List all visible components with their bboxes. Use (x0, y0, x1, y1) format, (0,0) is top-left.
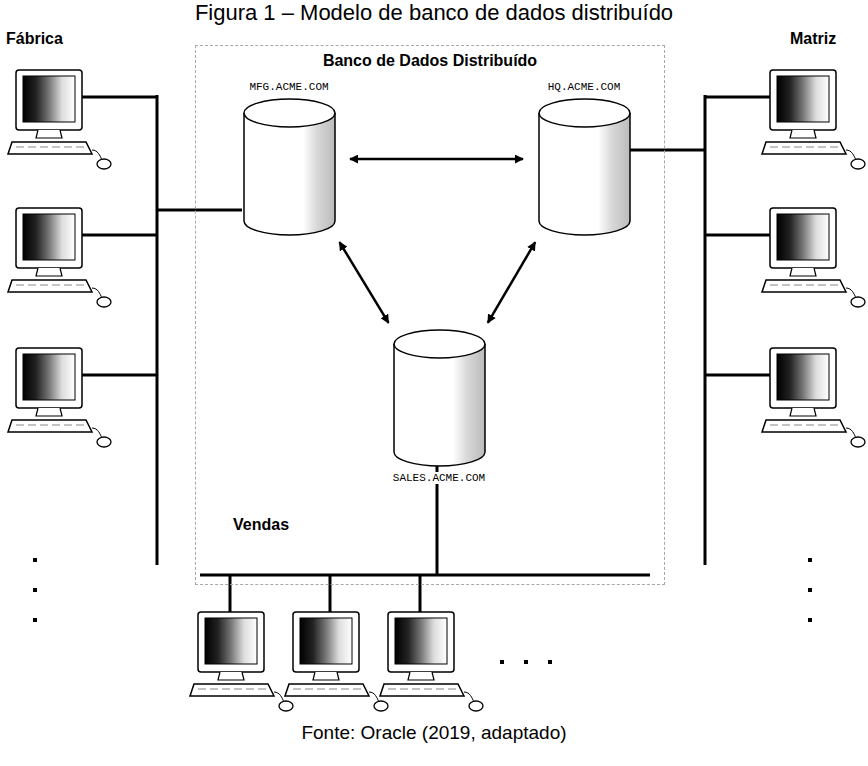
region-heading: Banco de Dados Distribuído (196, 52, 664, 70)
network-wire (329, 575, 332, 612)
site-label: Matriz (790, 30, 836, 48)
network-wire (419, 575, 422, 612)
network-wire (705, 234, 770, 237)
computer-icon (8, 70, 111, 169)
cylinder-shape (392, 328, 487, 468)
ellipsis-dots (33, 558, 812, 664)
computer-icon (762, 70, 865, 169)
computer-icon (285, 612, 388, 711)
database-name: MFG.ACME.COM (234, 81, 344, 93)
network-wire (82, 96, 157, 99)
computer-icon (762, 208, 865, 307)
computer-icon (190, 612, 293, 711)
network-wire (82, 374, 157, 377)
network-wire (82, 234, 157, 237)
network-wire (705, 96, 770, 99)
network-wires (157, 95, 705, 575)
computer-icon (8, 208, 111, 307)
network-wire (705, 374, 770, 377)
computer-icons (8, 70, 865, 711)
database-cylinder: HQ.ACME.COM (529, 81, 639, 237)
site-label: Vendas (233, 516, 289, 534)
replication-arrow (339, 242, 388, 323)
database-cylinder: SALES.ACME.COM (384, 328, 494, 484)
database-name: HQ.ACME.COM (529, 81, 639, 93)
computer-icon (380, 612, 483, 711)
computer-icon (8, 348, 111, 447)
figure-caption: Fonte: Oracle (2019, adaptado) (0, 722, 868, 744)
connectors (339, 159, 535, 323)
figure-title: Figura 1 – Modelo de banco de dados dist… (0, 0, 868, 26)
site-label: Fábrica (6, 30, 63, 48)
network-wire (229, 575, 232, 612)
computer-icon (762, 348, 865, 447)
cylinder-shape (242, 97, 337, 237)
cylinder-outline (242, 97, 337, 237)
cylinder-shape (537, 97, 632, 237)
cylinder-outline (392, 328, 487, 468)
cylinder-outline (537, 97, 632, 237)
replication-arrow (350, 158, 523, 161)
database-name: SALES.ACME.COM (384, 472, 494, 484)
replication-arrow (488, 242, 535, 323)
database-cylinder: MFG.ACME.COM (234, 81, 344, 237)
distributed-db-region: Banco de Dados DistribuídoMFG.ACME.COM HQ… (195, 45, 665, 585)
